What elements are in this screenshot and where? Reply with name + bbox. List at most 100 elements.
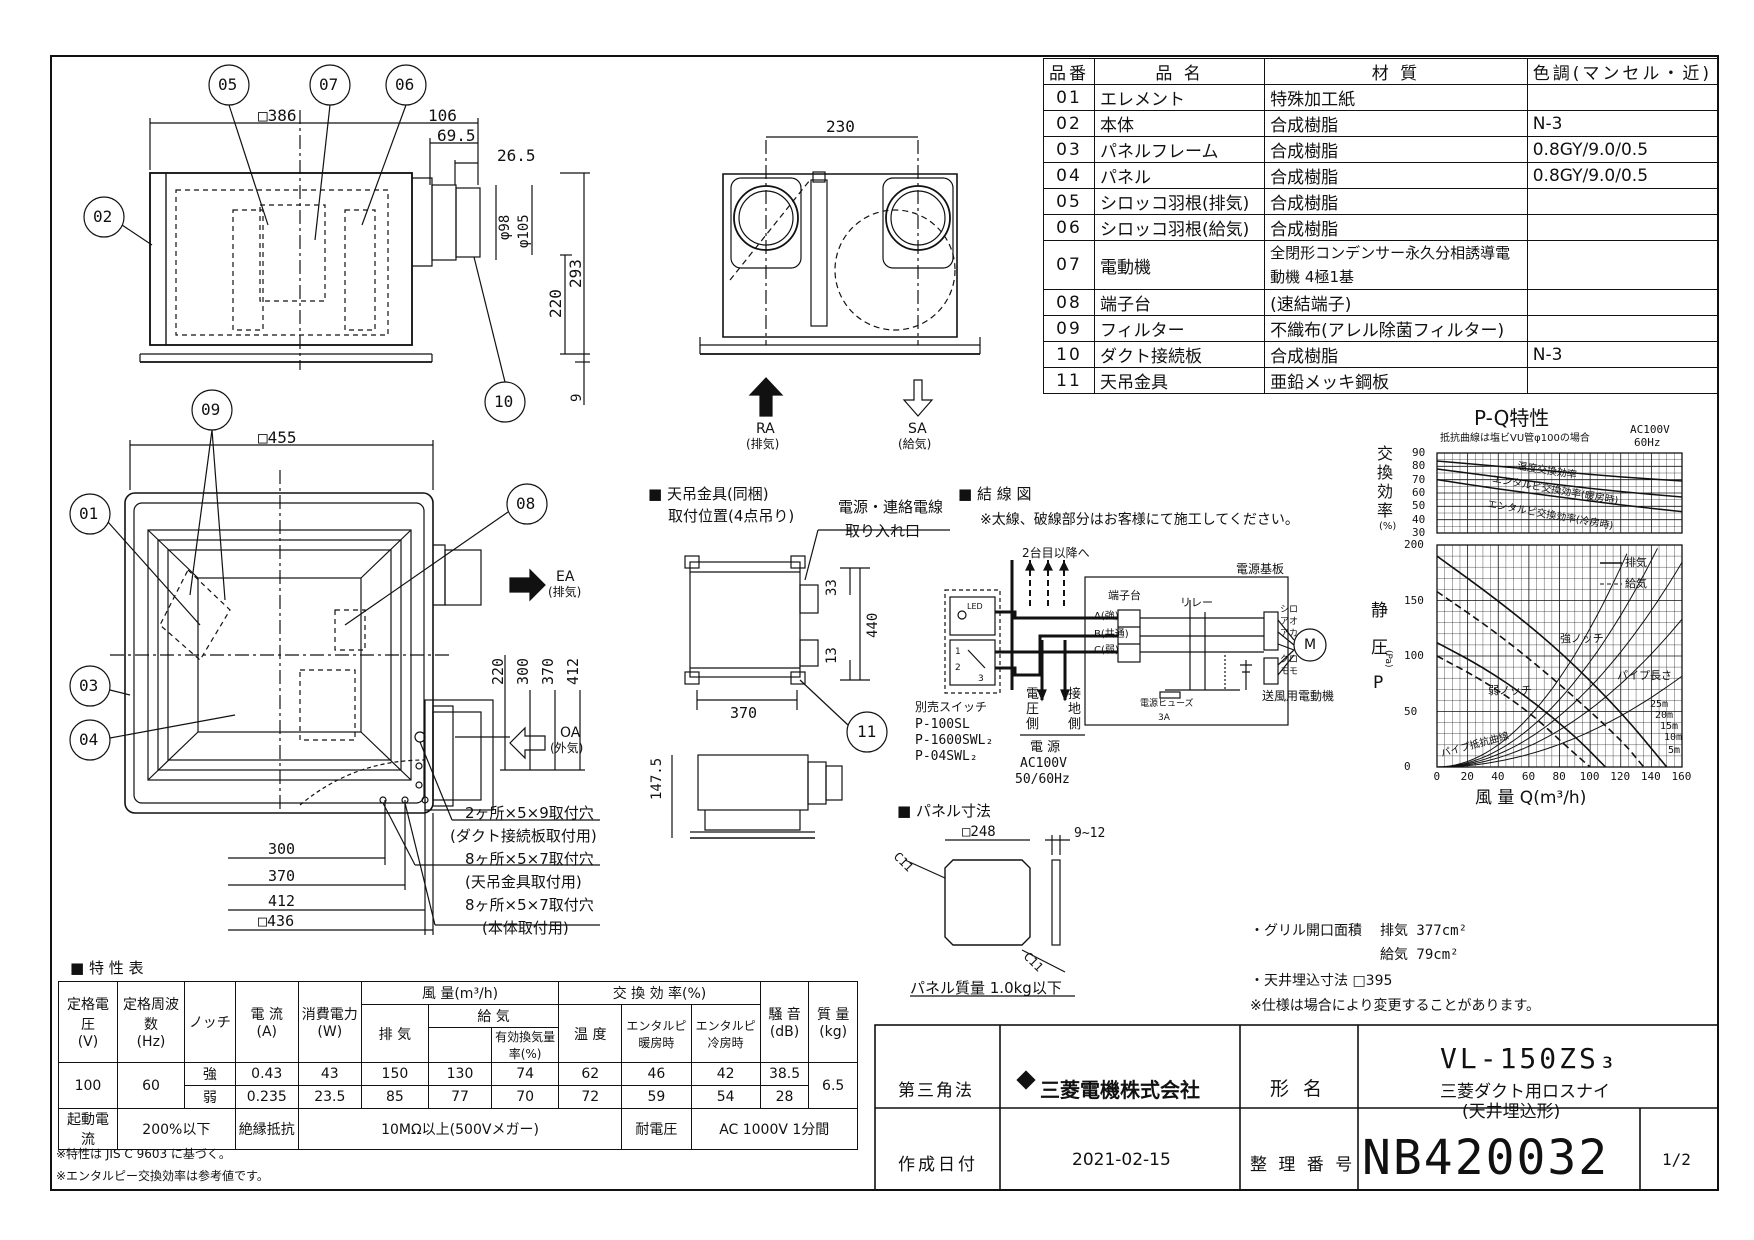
wiring-diagram: [944, 560, 1327, 736]
cable-entry-2: 取り入れ口: [845, 522, 921, 540]
callout-06: 06: [395, 75, 415, 94]
parts-cell: [1526, 289, 1719, 316]
spec-cell: 77: [427, 1085, 493, 1109]
volt-side-2: 圧: [1026, 702, 1040, 717]
wiring-title: ■ 結 線 図: [958, 485, 1032, 503]
spec-h-current: 電 流(A): [234, 981, 299, 1063]
parts-cell: 03: [1043, 136, 1095, 163]
parts-cell: 02: [1043, 110, 1095, 137]
p-tick: 50: [1404, 704, 1418, 718]
pipe-curve-25m: [1436, 553, 1628, 768]
dim-370-hanger: 370: [730, 704, 758, 722]
dim-220: 220: [546, 289, 565, 318]
spec-cell: 54: [690, 1085, 761, 1109]
product-name: 三菱ダクト用ロスナイ: [1440, 1082, 1610, 1102]
ra-sub: (排気): [746, 437, 780, 451]
spec-cell: 59: [621, 1085, 692, 1109]
parts-cell: 0.8GY/9.0/0.5: [1526, 136, 1719, 163]
parts-cell: 05: [1043, 188, 1095, 215]
pipe-curve-20m: [1436, 548, 1658, 768]
q-tick: 160: [1671, 770, 1692, 783]
parts-cell: 合成樹脂: [1264, 188, 1528, 215]
curve-pipe-length: パイプ長さ: [1617, 669, 1672, 682]
spec-h-temp: 温 度: [558, 1004, 623, 1063]
hole-note-4: (天吊金具取付用): [465, 873, 582, 891]
parts-cell: エレメント: [1093, 84, 1266, 111]
product-type: (天井埋込形): [1462, 1102, 1561, 1122]
panel-title: ■ パネル寸法: [897, 802, 991, 820]
q-tick: 60: [1521, 770, 1536, 783]
q-axis-label: 風 量 Q(m³/h): [1475, 788, 1587, 808]
pq-note: 抵抗曲線は塩ビVU管φ100の場合: [1440, 433, 1590, 444]
dim-69-5: 69.5: [437, 126, 476, 145]
eff-tick: 40: [1412, 512, 1426, 526]
spec-cell: 弱: [184, 1085, 236, 1109]
spec-h-voltage: 定格電圧(V): [58, 981, 118, 1063]
parts-col-material: 材 質: [1264, 58, 1528, 85]
legend-supply: 給気: [1625, 577, 1647, 590]
wire-blue: アオ: [1280, 617, 1299, 627]
parts-cell: 本体: [1093, 110, 1266, 137]
spec-h-mass: 質 量(kg): [808, 981, 858, 1063]
switch-pos-2: 2: [955, 663, 961, 673]
parts-cell: [1526, 240, 1719, 290]
oa-label: OA: [560, 725, 581, 741]
dim-230: 230: [826, 117, 855, 136]
spec-h-supply: 給 気: [427, 1004, 560, 1028]
parts-cell: 合成樹脂: [1264, 110, 1528, 137]
parts-cell: 端子台: [1093, 289, 1266, 316]
callout-10: 10: [494, 392, 514, 411]
pipe-25m: 25m: [1650, 699, 1669, 710]
switch-model-2: P-1600SWL₂: [915, 733, 994, 748]
eff-series-0: [1436, 460, 1683, 482]
fuse-label: 電源ヒューズ: [1140, 699, 1194, 709]
pipe-20m: 20m: [1655, 710, 1674, 721]
wiring-note: ※太線、破線部分はお客様にて施工してください。: [980, 512, 1299, 528]
doc-number: NB420032: [1362, 1130, 1610, 1186]
spec-cell: 0.235: [234, 1085, 299, 1109]
parts-cell: 電動機: [1093, 240, 1266, 290]
curve-strong: 強ノッチ: [1560, 632, 1604, 645]
eff-tick: 90: [1412, 446, 1426, 459]
hanger-subtitle: 取付位置(4点吊り): [668, 507, 795, 525]
sa-label: SA: [908, 421, 927, 437]
hole-note-1: 2ヶ所×5×9取付穴: [465, 804, 594, 822]
dim-v412: 412: [564, 657, 582, 685]
parts-cell: [1526, 315, 1719, 342]
spec-h-eff: 交 換 効 率(%): [558, 981, 761, 1005]
spec-freq: 60: [116, 1062, 186, 1109]
pq-series-0: [1436, 555, 1668, 768]
p-tick: 100: [1404, 649, 1424, 662]
panel-views: [904, 835, 1075, 997]
spec-cell: 46: [621, 1062, 692, 1086]
spec-cell: 130: [427, 1062, 493, 1086]
pq-series-2: [1436, 641, 1607, 768]
spec-mass: 6.5: [808, 1062, 858, 1109]
spec-h-mass-1: 質 量: [816, 1007, 850, 1023]
grille-label: ・グリル開口面積: [1250, 923, 1362, 939]
panel-dim-248: □248: [962, 824, 996, 840]
pq-power: AC100V: [1630, 423, 1670, 436]
spec-voltage: 100: [58, 1062, 118, 1109]
dim-13: 13: [824, 647, 840, 664]
volt-side-1: 電: [1026, 687, 1040, 702]
dim-phi98: φ98: [497, 214, 513, 240]
eff-tick: 70: [1412, 472, 1426, 486]
eff-tick: 50: [1412, 499, 1426, 513]
q-tick: 0: [1433, 770, 1441, 783]
parts-cell: 10: [1043, 341, 1095, 368]
spec-row-electrical: 起動電流 200%以下 絶縁抵抗 10MΩ以上(500Vメガー) 耐電圧 AC …: [58, 1108, 858, 1150]
parts-cell: 特殊加工紙: [1264, 84, 1528, 111]
spec-cell: 70: [491, 1085, 560, 1109]
ceiling-opening: ・天井埋込寸法 □395: [1250, 973, 1393, 989]
spec-cell: 42: [690, 1062, 761, 1086]
dim-386: □386: [258, 106, 297, 125]
spec-h-freq-2: (Hz): [136, 1034, 166, 1050]
parts-cell: ダクト接続板: [1093, 341, 1266, 368]
